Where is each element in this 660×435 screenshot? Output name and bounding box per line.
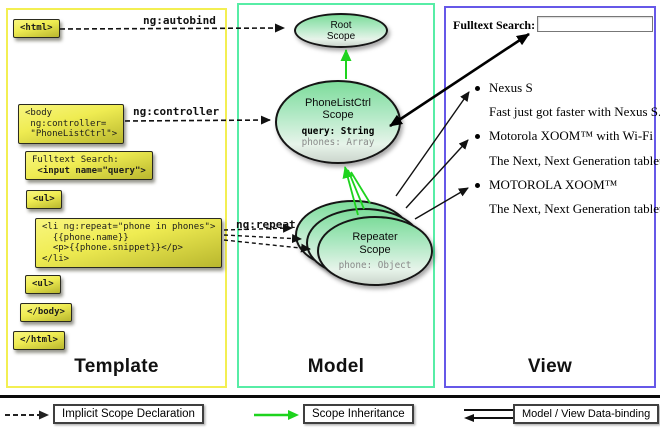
root-scope-ellipse: Root Scope [294, 13, 388, 48]
legend-model-view-data-binding: Model / View Data-binding [513, 404, 660, 424]
ng-autobind-label: ng:autobind [143, 14, 216, 27]
code-line: <li ng:repeat="phone in phones"> [42, 222, 216, 232]
phone-title: MOTOROLA XOOM™ [489, 177, 618, 192]
code-line: </li> [42, 253, 70, 264]
code-box-html-open: <html> [13, 19, 60, 38]
scope-name: Scope [322, 109, 354, 121]
scope-property-phone: phone: Object [338, 260, 412, 271]
list-bullet [475, 134, 480, 139]
fulltext-search-label: Fulltext Search: [453, 18, 536, 32]
scope-name: Scope [359, 243, 391, 256]
code-box-body-open: <body ng:controller= "PhoneListCtrl"> [18, 104, 125, 144]
model-column: Model [237, 3, 435, 388]
code-box-body-close: </body> [20, 303, 72, 322]
code-line: <html> [20, 23, 53, 33]
code-line: <p>{{phone.snippet}}</p> [42, 243, 183, 253]
phone-snippet: Fast just got faster with Nexus S. [489, 104, 660, 119]
code-line: Fulltext Search: [32, 155, 119, 165]
template-column-label: Template [74, 356, 159, 377]
scope-name: Repeater [352, 231, 398, 243]
fulltext-search-input[interactable] [537, 16, 653, 32]
model-column-label: Model [307, 356, 365, 377]
scope-name: Root [330, 19, 352, 31]
code-box-html-close: </html> [13, 331, 65, 350]
legend-implicit-scope-declaration: Implicit Scope Declaration [53, 404, 204, 424]
code-box-li-repeat: <li ng:repeat="phone in phones"> {{phone… [35, 218, 223, 268]
ng-repeat-label: ng:repeat [236, 218, 296, 231]
legend-scope-inheritance: Scope Inheritance [303, 404, 414, 424]
code-box-ul-close: <ul> [25, 275, 61, 294]
code-box-ul-open: <ul> [26, 190, 62, 209]
code-line: <ul> [33, 194, 55, 204]
code-line: "PhoneListCtrl"> [25, 129, 118, 139]
phone-snippet: The Next, Next Generation tablet. [489, 153, 660, 168]
code-line: </body> [27, 307, 65, 317]
list-bullet [475, 183, 480, 188]
dashed-arrow-icon [5, 410, 49, 420]
list-bullet [475, 86, 480, 91]
code-line: <body [25, 108, 53, 118]
phone-title: Nexus S [489, 80, 533, 95]
phonelistctrl-scope-ellipse: PhoneListCtrl Scope query: String phones… [275, 80, 401, 164]
code-box-fulltext: Fulltext Search: <input name="query"> [25, 151, 153, 180]
repeater-scope-ellipse-front: Repeater Scope phone: Object [317, 216, 433, 286]
legend-separator [0, 395, 660, 398]
scope-name: PhoneListCtrl [304, 96, 372, 109]
green-arrow-icon [254, 410, 299, 420]
scope-property-phones: phones: Array [301, 136, 375, 148]
view-column-label: View [527, 356, 573, 377]
scope-name: Scope [326, 30, 356, 42]
code-line: <input name="query"> [32, 165, 146, 176]
scope-property-query: query: String [301, 125, 375, 137]
code-line: </html> [20, 335, 58, 345]
code-line: ng:controller= [25, 118, 107, 129]
ng-controller-label: ng:controller [133, 105, 220, 118]
code-line: <ul> [32, 279, 54, 289]
phone-snippet: The Next, Next Generation tablet. [489, 201, 660, 216]
view-column: View [444, 6, 656, 388]
template-column: Template [6, 8, 227, 388]
phone-title: Motorola XOOM™ with Wi-Fi [489, 128, 654, 143]
code-line: {{phone.name}} [42, 232, 129, 243]
